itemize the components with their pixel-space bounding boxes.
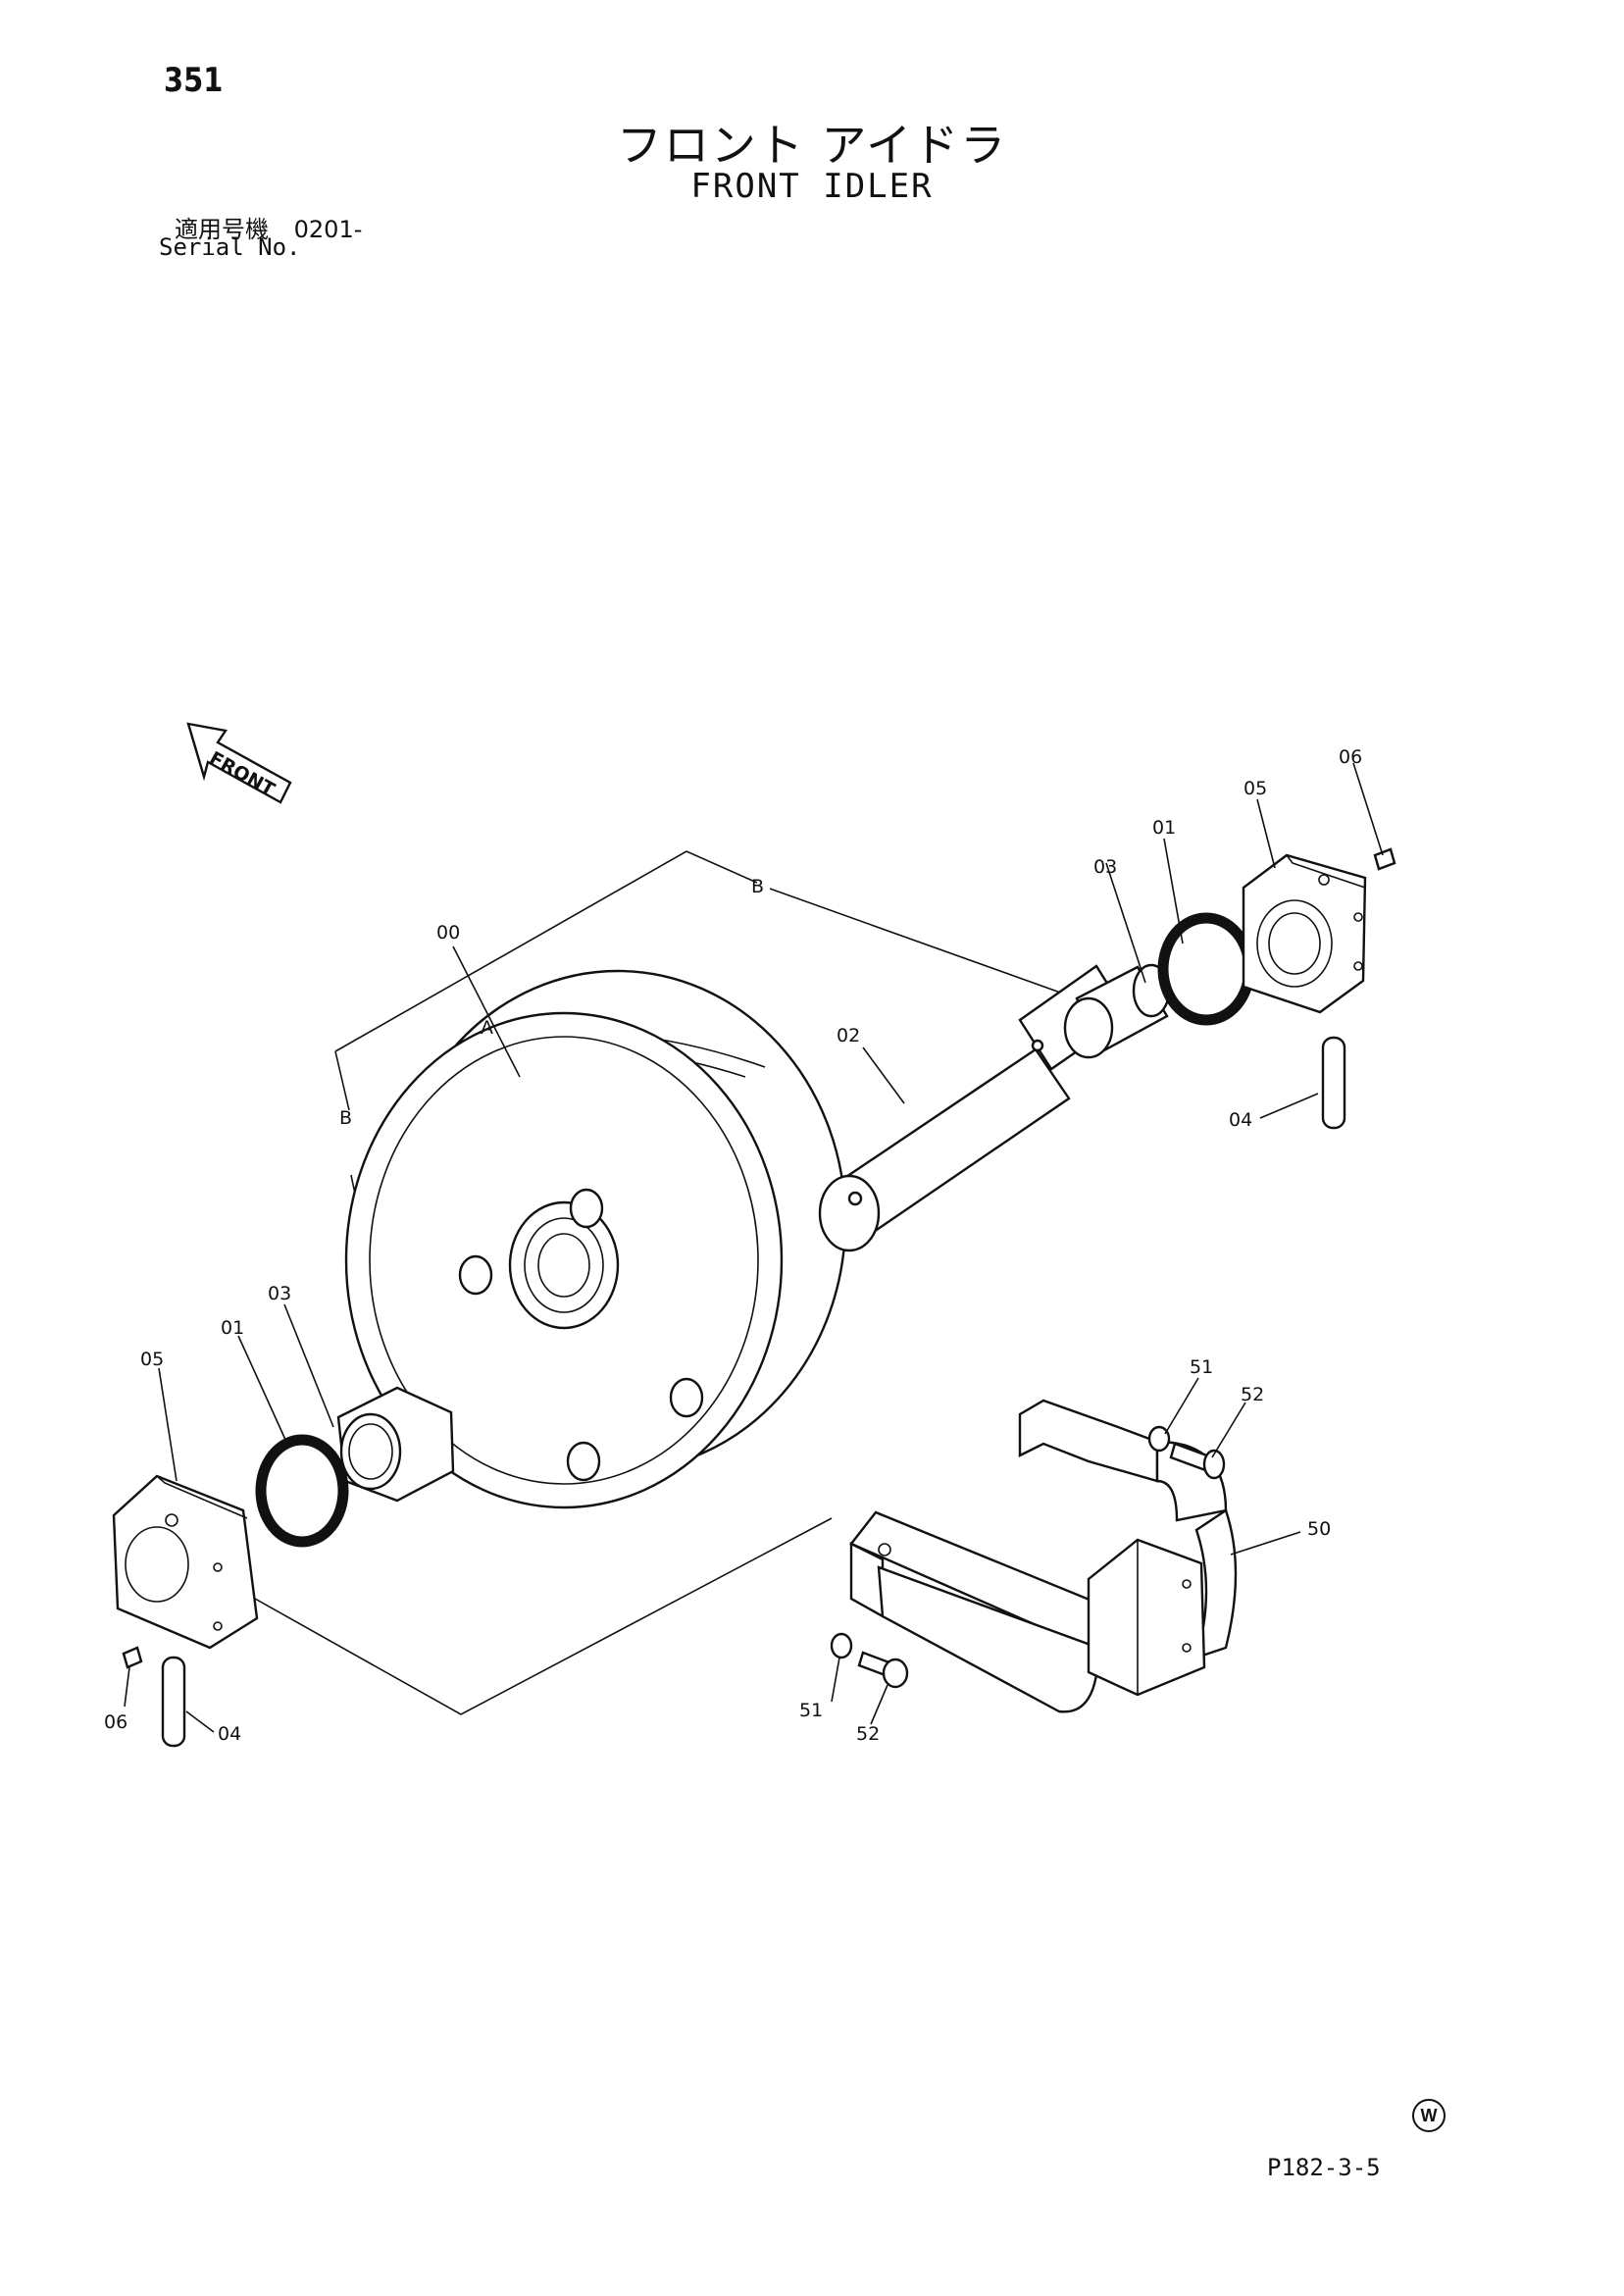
title-japanese: フロント アイドラ (616, 119, 1008, 172)
idler-guard (849, 1399, 1238, 1713)
callout-labels: 00 A B B 01 03 05 06 02 04 03 01 05 06 0… (104, 746, 1362, 1745)
callout-06-right: 06 (1339, 746, 1362, 768)
callout-06-left: 06 (104, 1711, 127, 1733)
washer-top (1147, 1425, 1171, 1453)
callout-51-top: 51 (1190, 1356, 1213, 1378)
callout-03-right: 03 (1093, 856, 1117, 878)
callout-04-left: 04 (218, 1723, 241, 1745)
washer-bottom (830, 1632, 853, 1659)
callout-01-left: 01 (221, 1317, 244, 1339)
callout-02: 02 (837, 1025, 860, 1046)
serial-label-jp-text: 適用号機 (175, 216, 269, 243)
bolt-bottom (857, 1651, 909, 1689)
w-circle-mark: W (1412, 2099, 1446, 2132)
serial-label-japanese: 適用号機 0201- (175, 210, 362, 244)
left-bushing (336, 1386, 455, 1503)
right-pin (1321, 1036, 1346, 1130)
callout-51-bottom: 51 (799, 1700, 823, 1721)
drawing-code: P182-3-5 (1267, 2154, 1381, 2181)
callout-A: A (481, 1017, 493, 1039)
callout-05-left: 05 (140, 1349, 164, 1370)
idler-wheel (344, 969, 847, 1509)
bolt-top (1169, 1442, 1226, 1480)
callout-B-left: B (339, 1107, 352, 1129)
leader-lines (124, 762, 1384, 1733)
callout-05-right: 05 (1243, 778, 1267, 799)
callout-50: 50 (1307, 1518, 1331, 1540)
left-seal (255, 1434, 349, 1548)
callout-52-top: 52 (1241, 1384, 1264, 1405)
right-seal (1157, 912, 1255, 1026)
callout-52-bottom: 52 (856, 1723, 880, 1745)
left-pin (161, 1656, 186, 1748)
right-bushing (1063, 963, 1171, 1059)
title-english: FRONT IDLER (690, 167, 934, 206)
right-support (1242, 847, 1396, 1014)
front-arrow-icon: FRONT (186, 722, 292, 804)
page-number: 351 (164, 61, 224, 100)
callout-00: 00 (436, 922, 460, 944)
callout-03-left: 03 (268, 1283, 291, 1304)
serial-label-english: Serial No. (159, 233, 301, 261)
callout-B-top: B (751, 876, 764, 897)
left-support (112, 1474, 259, 1669)
callout-04-right: 04 (1229, 1109, 1252, 1131)
serial-value: 0201- (293, 216, 363, 243)
callout-01-right: 01 (1152, 817, 1176, 839)
